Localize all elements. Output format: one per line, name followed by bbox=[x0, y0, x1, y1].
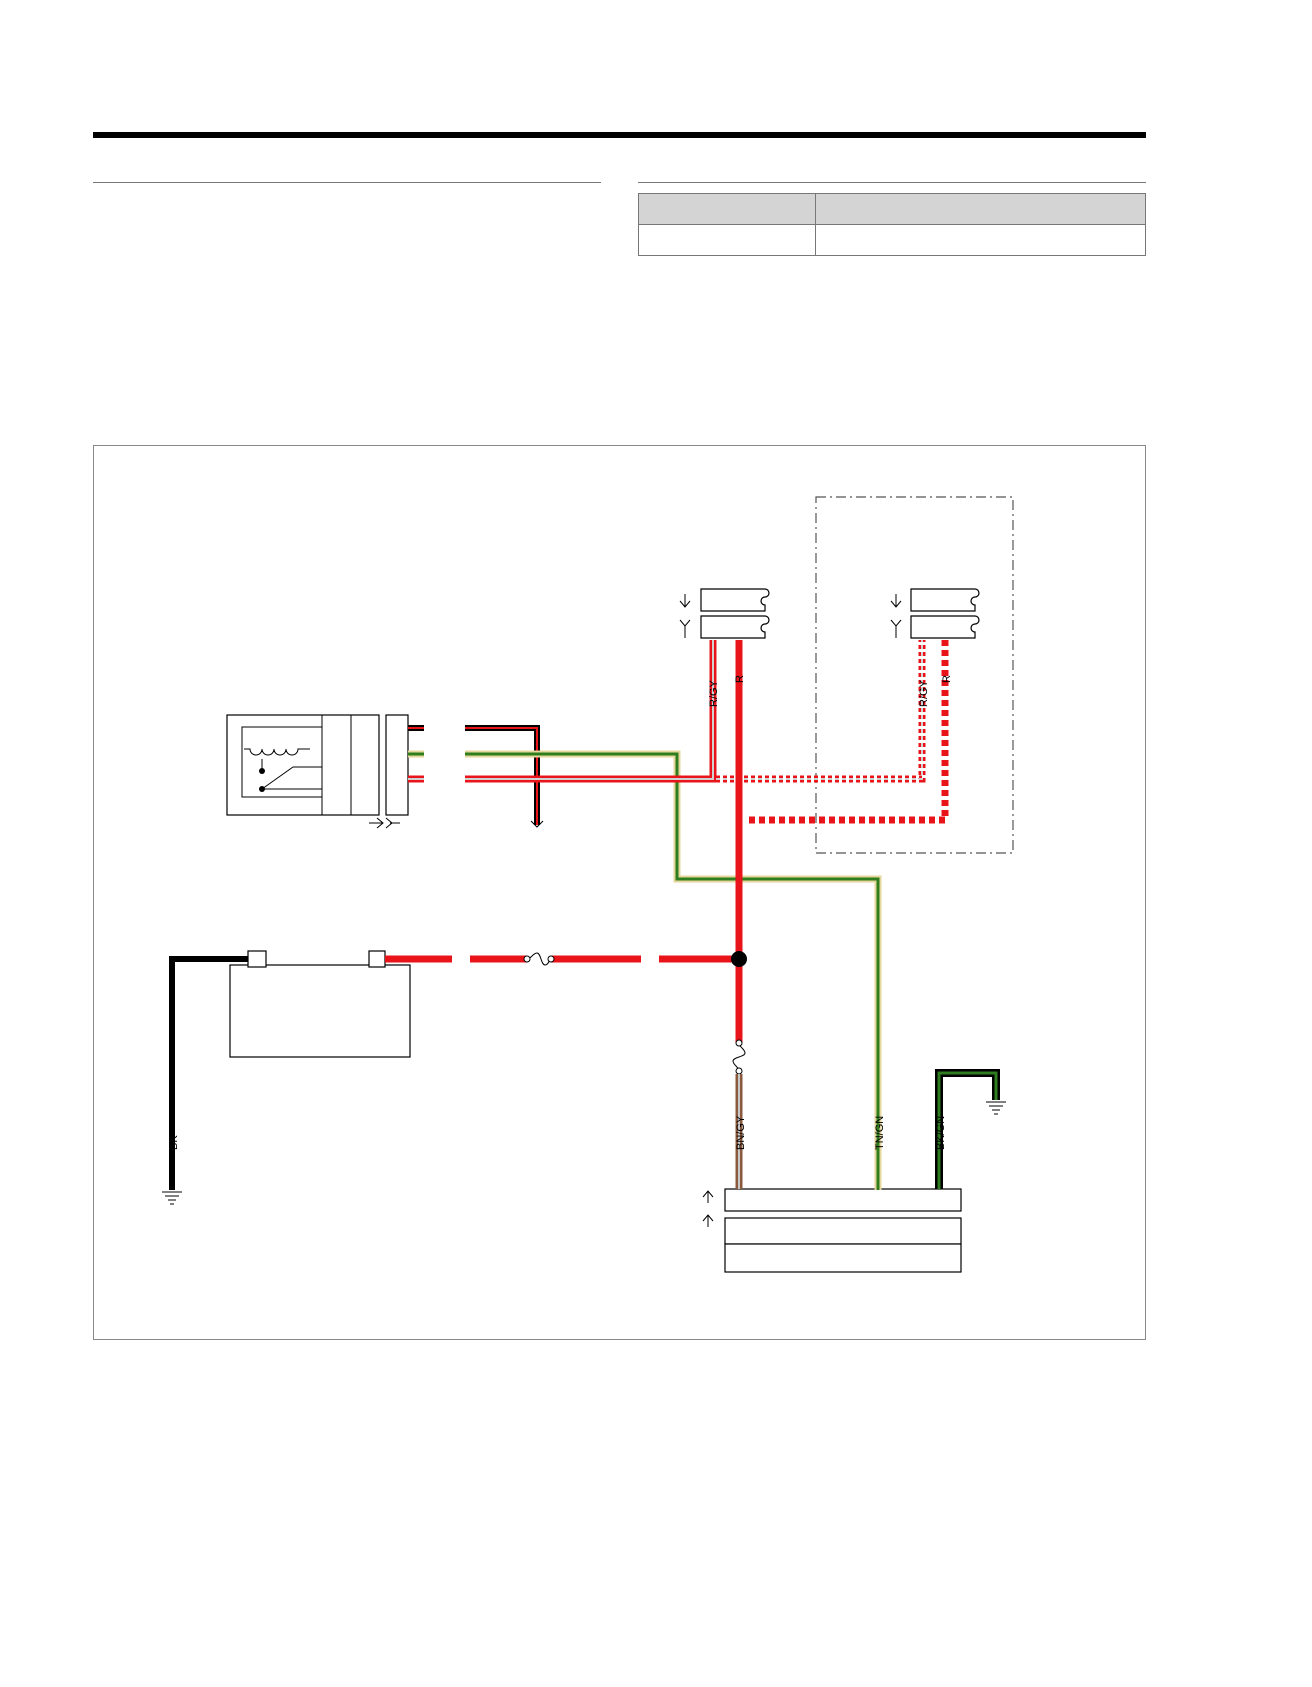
fuse-module bbox=[732, 1039, 746, 1075]
spec-table-cell bbox=[638, 224, 816, 256]
wire-label-rgy-right: R/GY bbox=[918, 679, 930, 707]
wire-label-bkgn: BK/GN bbox=[935, 1116, 947, 1150]
diagram-frame bbox=[93, 445, 1146, 1340]
wire-bkgn bbox=[935, 1069, 1006, 1189]
left-section-rule bbox=[93, 182, 601, 183]
relay-component bbox=[226, 714, 409, 829]
right-section-rule bbox=[638, 182, 1146, 183]
wiring-diagram-canvas: R/GY R R/GY R BK BN/GY TN/GN BK/GN bbox=[93, 445, 1146, 1340]
wire-rgy-right-optional bbox=[716, 640, 926, 783]
wire-bk bbox=[162, 956, 248, 1205]
wire-label-rgy-left: R/GY bbox=[708, 679, 720, 707]
wire-r-right-optional bbox=[749, 640, 949, 824]
spec-table-cell bbox=[815, 224, 1146, 256]
wire-label-bngy: BN/GY bbox=[735, 1115, 747, 1150]
battery bbox=[229, 950, 411, 1058]
optional-module-boundary bbox=[815, 496, 1014, 854]
wire-black-relay bbox=[408, 725, 544, 828]
header-rule bbox=[93, 132, 1146, 138]
connector-upper-left bbox=[679, 588, 770, 639]
connector-upper-right bbox=[890, 588, 980, 639]
module-bottom bbox=[702, 1188, 962, 1273]
wire-label-r-right: R bbox=[941, 675, 953, 683]
wire-label-tngn: TN/GN bbox=[874, 1116, 886, 1150]
wire-tngn bbox=[408, 750, 882, 1190]
spec-table-header-cell bbox=[815, 193, 1146, 225]
spec-table bbox=[638, 193, 1146, 256]
wire-label-bk: BK bbox=[168, 1135, 180, 1150]
wire-battery-positive bbox=[385, 952, 739, 966]
wire-label-r-left: R bbox=[734, 675, 746, 683]
splice-node bbox=[731, 951, 747, 967]
wiring-diagram: R/GY R R/GY R BK BN/GY TN/GN BK/GN bbox=[93, 445, 1146, 1340]
spec-table-header-row bbox=[638, 193, 1146, 225]
spec-table-header-cell bbox=[638, 193, 816, 225]
wire-rgy-left bbox=[408, 640, 717, 783]
table-row bbox=[638, 224, 1146, 256]
